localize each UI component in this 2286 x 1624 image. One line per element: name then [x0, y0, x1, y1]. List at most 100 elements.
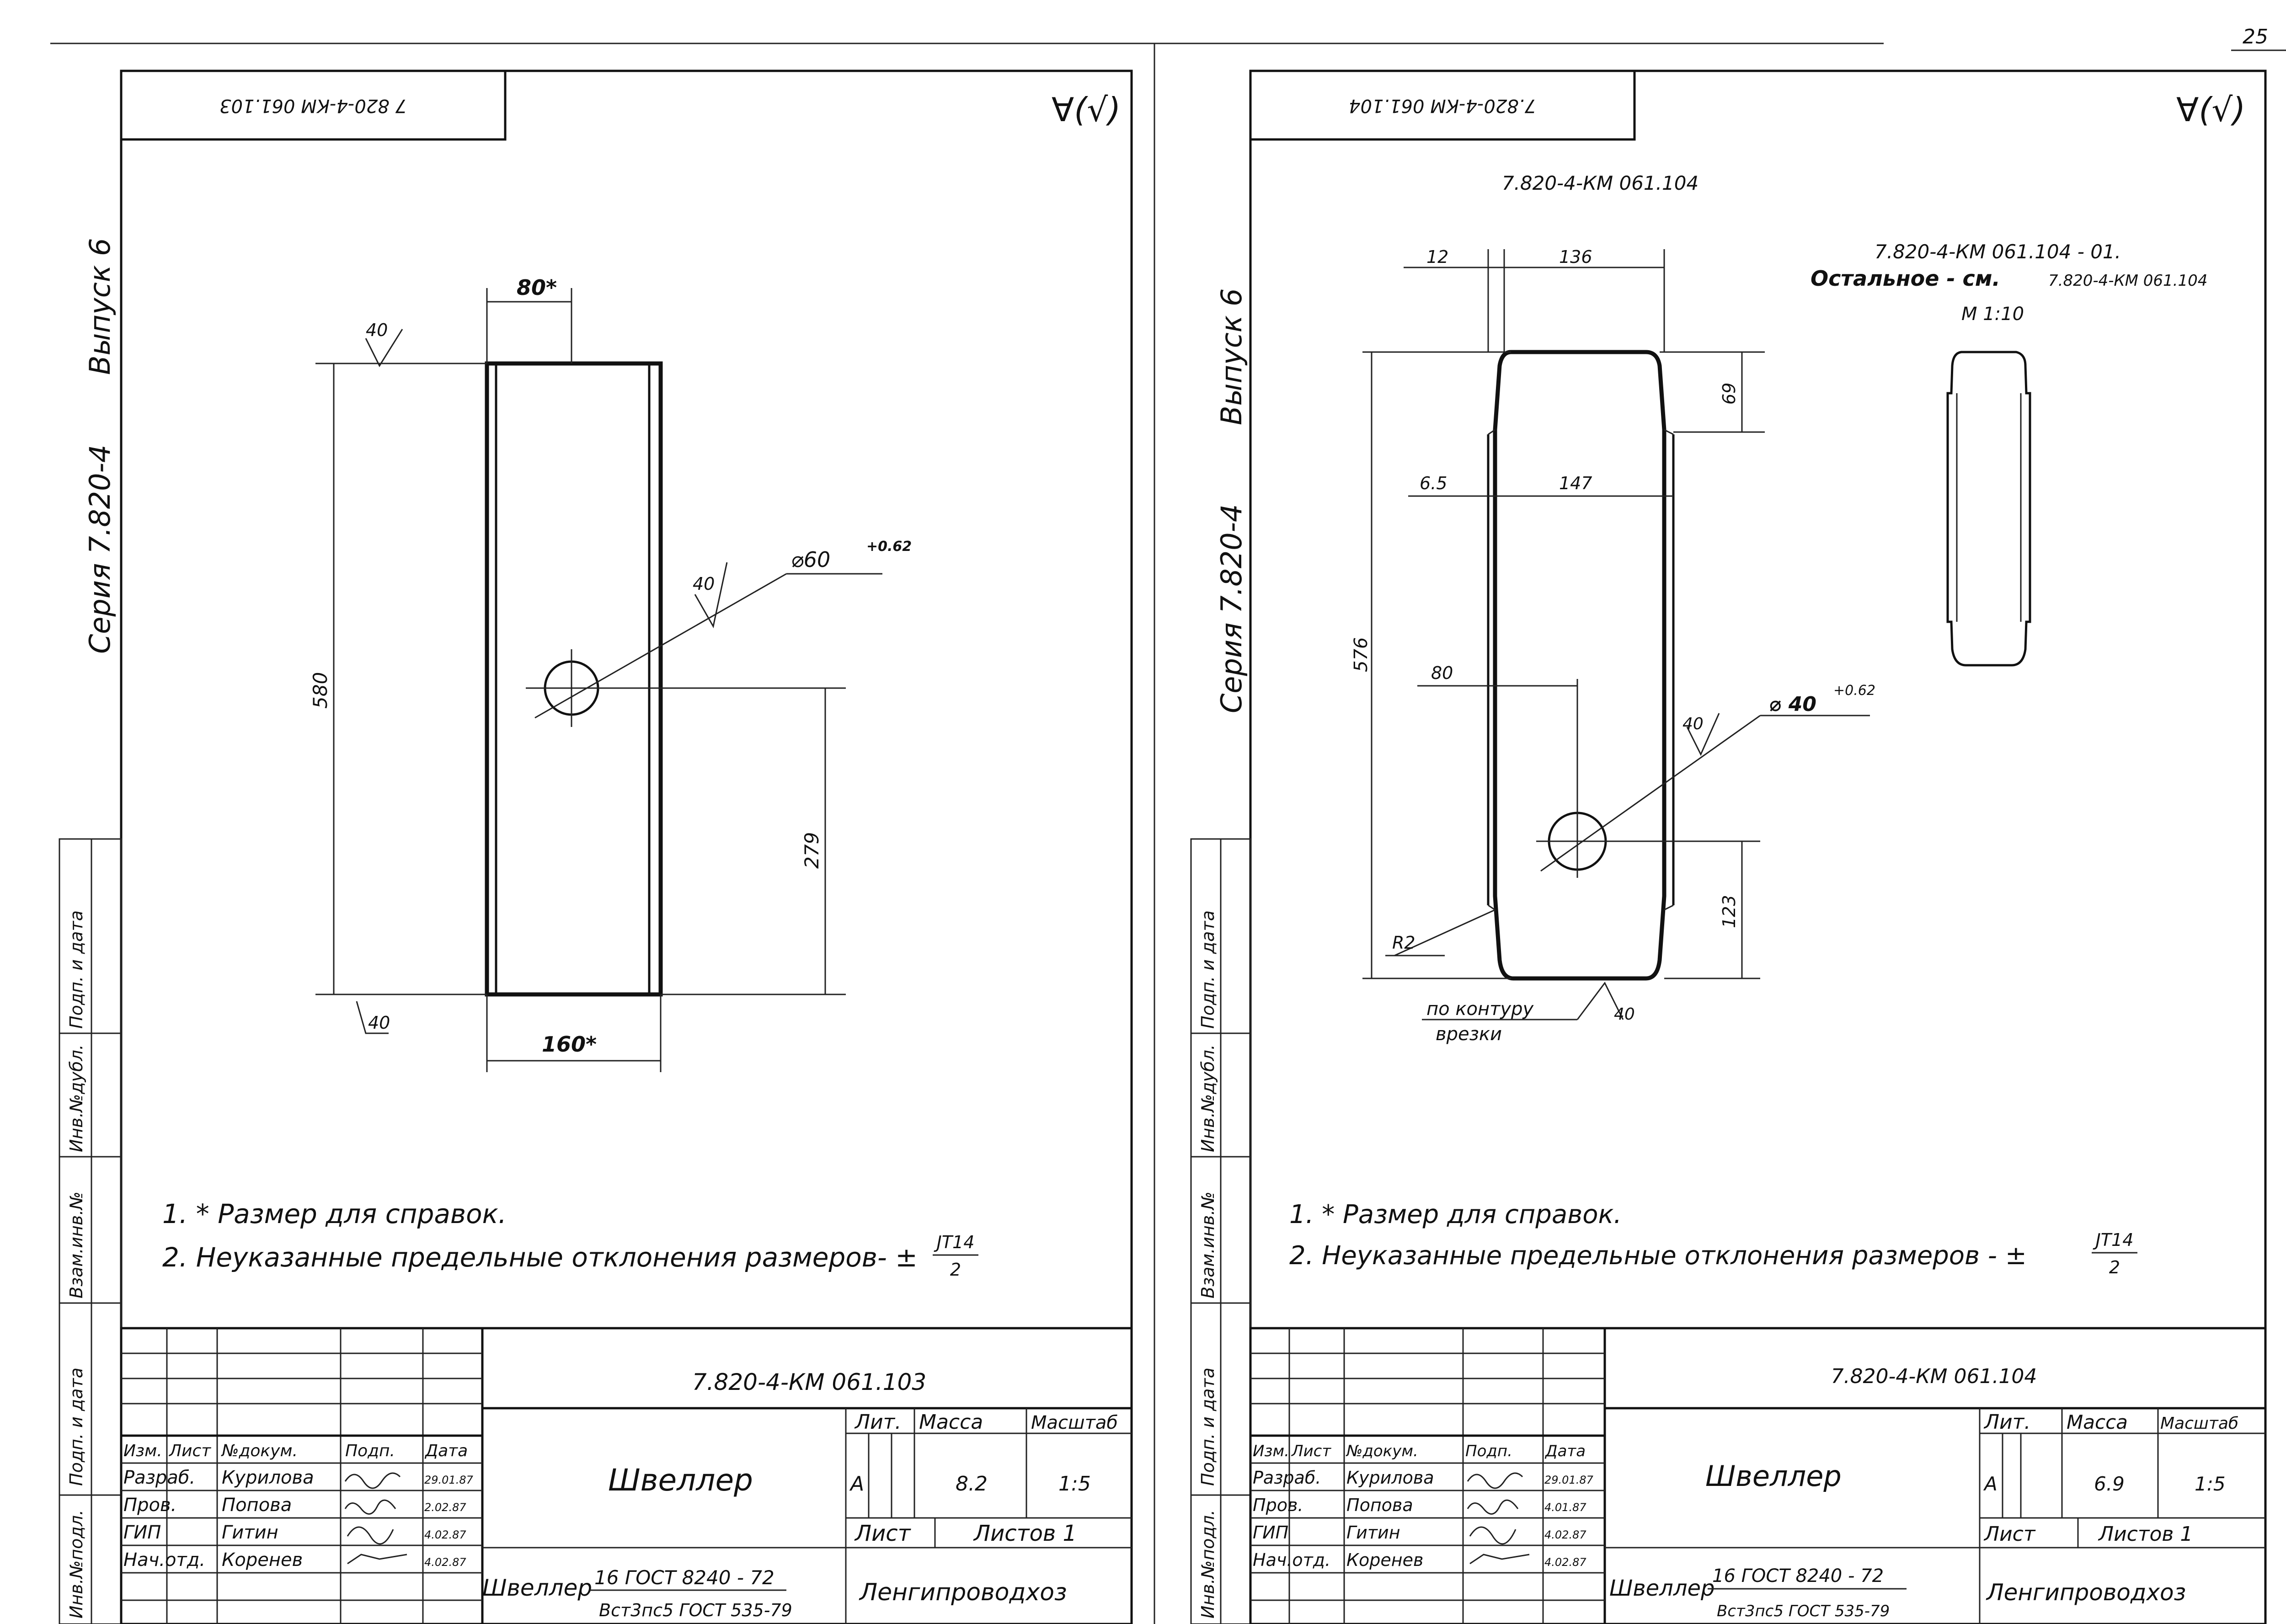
left-frame — [120, 69, 1133, 1624]
left-note-frac-den: 2 — [950, 1260, 961, 1280]
right-dim-12: 12 — [1426, 247, 1448, 267]
right-tb-h-lit: Лит. — [1983, 1410, 2030, 1434]
left-tb-sheets: Листов 1 — [973, 1521, 1077, 1546]
left-tb-hdr-2: №докум. — [221, 1442, 298, 1460]
right-variant-view — [1946, 351, 2031, 667]
right-tb-r0-name: Курилова — [1346, 1468, 1434, 1488]
right-signature-3 — [1469, 1526, 1517, 1545]
left-tb-scale: 1:5 — [1058, 1472, 1091, 1496]
right-tb-hdr-0: Изм. — [1253, 1442, 1289, 1460]
right-tb-sheet: Лист — [1983, 1522, 2036, 1546]
right-dim-576: 576 — [1351, 637, 1372, 672]
right-variant-rest-label: Остальное - см. — [1811, 266, 2000, 291]
right-dim-147: 147 — [1559, 473, 1592, 493]
left-rough-bottom: 40 — [368, 1013, 390, 1033]
right-variant-code: 7.820-4-КМ 061.104 - 01. — [1875, 240, 2121, 263]
right-tb-r0-date: 29.01.87 — [1544, 1474, 1594, 1486]
right-dim-123: 123 — [1719, 895, 1739, 928]
right-contour-1: по контуру — [1426, 999, 1534, 1020]
right-side-stamp: Инв.№подл. Подп. и дата Взам.инв.№ Инв.№… — [1190, 838, 1251, 1624]
right-tb-r2-name: Гитин — [1346, 1522, 1400, 1543]
right-contour-rough: 40 — [1614, 1005, 1635, 1024]
left-channel-view — [485, 361, 663, 997]
right-stamp-code: 7.820-4-КМ 061.104 — [1349, 95, 1536, 116]
right-side-label-1: Подп. и дата — [1198, 1368, 1218, 1486]
right-side-label-2: Взам.инв.№ — [1198, 1191, 1218, 1298]
right-dim-hole-tol: +0.62 — [1833, 683, 1875, 699]
right-variant-rest-ref: 7.820-4-КМ 061.104 — [2048, 272, 2207, 290]
right-tb-lit: А — [1983, 1473, 1998, 1495]
left-tb-org: Ленгипроводхоз — [859, 1579, 1067, 1606]
left-note-frac-num: JT14 — [934, 1232, 975, 1252]
right-tb-r0-role: Разраб. — [1253, 1468, 1321, 1488]
right-tb-material-den: Вст3пс5 ГОСТ 535-79 — [1717, 1602, 1890, 1620]
right-tb-r3-role: Нач.отд. — [1253, 1550, 1330, 1570]
left-tb-r3-name: Коренев — [222, 1549, 303, 1571]
left-tb-material-num: 16 ГОСТ 8240 - 72 — [594, 1566, 774, 1589]
right-dim-69: 69 — [1719, 383, 1739, 405]
right-sheet: 7.820-4-КМ 061.104 ∀(√) Серия 7.820-4 Вы… — [1190, 69, 2267, 1624]
left-tb-r2-date: 4.02.87 — [424, 1528, 466, 1541]
left-side-label-0: Инв.№подл. — [66, 1510, 86, 1619]
right-contour-2: врезки — [1436, 1024, 1502, 1045]
left-signature-2 — [344, 1499, 396, 1515]
right-notes: 1. * Размер для справок. 2. Неуказанные … — [1289, 1200, 2137, 1277]
right-dimensions: 12 136 6.5 147 69 576 80 123 — [1351, 247, 1875, 1045]
left-signature-4 — [347, 1554, 407, 1565]
right-tb-hdr-4: Дата — [1544, 1442, 1586, 1460]
right-tb-h-scale: Масштаб — [2160, 1414, 2238, 1433]
left-tb-mass: 8.2 — [956, 1472, 988, 1496]
left-tb-r0-name: Курилова — [222, 1467, 314, 1488]
left-stamp-box — [120, 69, 507, 141]
left-notes: 1. * Размер для справок. 2. Неуказанные … — [162, 1198, 978, 1280]
right-dim-r2: R2 — [1392, 933, 1415, 953]
right-tb-r1-name: Попова — [1346, 1495, 1413, 1515]
right-tb-hdr-3: Подп. — [1465, 1442, 1512, 1460]
left-note-1: 1. * Размер для справок. — [162, 1198, 507, 1229]
left-tb-r1-name: Попова — [222, 1495, 292, 1516]
left-tb-material-den: Вст3пс5 ГОСТ 535-79 — [599, 1600, 792, 1620]
right-signature-1 — [1467, 1472, 1523, 1489]
left-side-label-2: Взам.инв.№ — [66, 1191, 86, 1298]
left-tb-hdr-1: Лист — [168, 1442, 211, 1460]
left-tb-sheet: Лист — [854, 1521, 912, 1546]
right-view-title: 7.820-4-КМ 061.104 — [1502, 172, 1698, 194]
right-tb-material-num: 16 ГОСТ 8240 - 72 — [1712, 1565, 1884, 1587]
left-margin-series: Серия 7.820-4 — [83, 445, 117, 654]
right-title-block: 7.820-4-КМ 061.104 Швеллер Лит. Масса Ма… — [1249, 1327, 2267, 1624]
right-tb-code: 7.820-4-КМ 061.104 — [1831, 1365, 2037, 1388]
right-side-label-4: Подп. и дата — [1198, 910, 1218, 1029]
left-tb-h-lit: Лит. — [854, 1410, 901, 1434]
right-tb-r3-name: Коренев — [1346, 1550, 1423, 1570]
right-stamp-box — [1249, 69, 1636, 141]
left-tb-r1-role: Пров. — [123, 1495, 176, 1516]
right-note-2: 2. Неуказанные предельные отклонения раз… — [1289, 1241, 2027, 1271]
left-title-block: 7.820-4-КМ 061.103 Швеллер Лит. Масса Ма… — [120, 1327, 1133, 1624]
left-tb-h-scale: Масштаб — [1031, 1412, 1118, 1433]
right-signature-4 — [1469, 1554, 1530, 1565]
left-dim-lower: 279 — [801, 832, 823, 869]
left-roughness-sign: ∀(√) — [1052, 91, 1121, 129]
right-tb-org: Ленгипроводхоз — [1986, 1579, 2186, 1606]
left-margin-issue: Выпуск 6 — [83, 238, 117, 375]
right-tb-h-mass: Масса — [2067, 1411, 2128, 1433]
right-tb-r2-date: 4.02.87 — [1544, 1528, 1586, 1541]
left-tb-hdr-3: Подп. — [345, 1442, 395, 1460]
right-dim-136: 136 — [1559, 247, 1592, 267]
left-tb-name: Швеллер — [608, 1463, 753, 1498]
left-side-label-4: Подп. и дата — [66, 910, 86, 1029]
right-note-frac-den: 2 — [2109, 1257, 2120, 1277]
right-dim-hole: ⌀ 40 — [1769, 693, 1816, 716]
left-tb-hdr-4: Дата — [424, 1442, 468, 1460]
right-tb-scale: 1:5 — [2195, 1473, 2226, 1495]
right-roughness-sign: ∀(√) — [2176, 91, 2245, 129]
left-tb-r0-role: Разраб. — [123, 1467, 195, 1488]
right-variant-scale: М 1:10 — [1961, 304, 2024, 325]
right-tb-mass: 6.9 — [2094, 1473, 2125, 1495]
right-tb-sheets: Листов 1 — [2098, 1522, 2193, 1546]
page-number: 25 — [2243, 25, 2268, 48]
right-rough-mid: 40 — [1682, 715, 1704, 733]
left-signature-3 — [347, 1526, 394, 1545]
right-tb-hdr-1: Лист — [1291, 1442, 1331, 1460]
left-tb-lit: А — [849, 1472, 864, 1496]
